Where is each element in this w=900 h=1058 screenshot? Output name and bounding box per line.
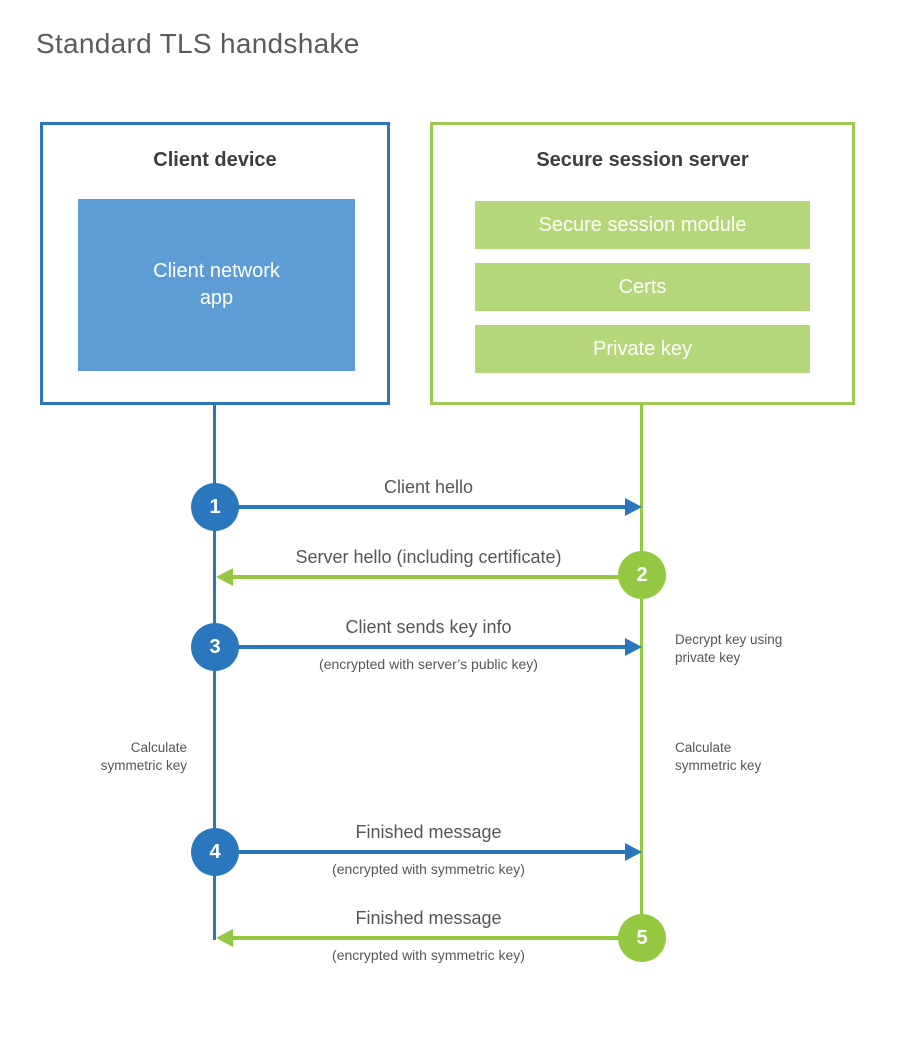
server-module-certs: Certs bbox=[475, 263, 810, 311]
arrowhead-left-icon bbox=[216, 929, 233, 947]
message-3-sublabel: (encrypted with server’s public key) bbox=[319, 656, 538, 672]
arrowhead-right-icon bbox=[625, 498, 642, 516]
arrowhead-left-icon bbox=[216, 568, 233, 586]
message-2-label: Server hello (including certificate) bbox=[295, 547, 562, 567]
server-heading: Secure session server bbox=[536, 149, 749, 171]
client-lifeline bbox=[213, 404, 216, 940]
message-5-arrow bbox=[233, 936, 642, 940]
message-3-arrow bbox=[215, 645, 625, 649]
server-lifeline bbox=[640, 404, 643, 938]
decrypt-key-note: Decrypt key using private key bbox=[675, 632, 783, 665]
message-1-label: Client hello bbox=[383, 477, 474, 497]
arrowhead-right-icon bbox=[625, 638, 642, 656]
step-1-badge: 1 bbox=[191, 483, 239, 531]
arrowhead-right-icon bbox=[625, 843, 642, 861]
message-4-sublabel: (encrypted with symmetric key) bbox=[332, 861, 525, 877]
step-2-badge: 2 bbox=[618, 551, 666, 599]
step-1-number: 1 bbox=[209, 495, 221, 518]
message-5-sublabel: (encrypted with symmetric key) bbox=[332, 947, 525, 963]
calculate-symmetric-key-note-server: Calculate symmetric key bbox=[675, 740, 762, 773]
message-2-arrow bbox=[233, 575, 642, 579]
message-4-label: Finished message bbox=[355, 822, 502, 842]
server-module-secure-session: Secure session module bbox=[475, 201, 810, 249]
step-3-badge: 3 bbox=[191, 623, 239, 671]
client-device-heading: Client device bbox=[153, 149, 277, 171]
calculate-symmetric-key-note-client: Calculate symmetric key bbox=[100, 740, 187, 773]
secure-session-server-box: Secure session server Secure session mod… bbox=[430, 122, 855, 405]
client-network-app-box: Client network app bbox=[78, 199, 355, 371]
step-5-badge: 5 bbox=[618, 914, 666, 962]
step-3-number: 3 bbox=[209, 635, 221, 658]
step-4-badge: 4 bbox=[191, 828, 239, 876]
step-5-number: 5 bbox=[636, 926, 648, 949]
message-3-label: Client sends key info bbox=[345, 617, 512, 637]
client-device-box: Client device Client network app bbox=[40, 122, 390, 405]
step-4-number: 4 bbox=[209, 840, 221, 863]
message-4-arrow bbox=[215, 850, 625, 854]
step-2-number: 2 bbox=[636, 563, 648, 586]
message-5-label: Finished message bbox=[355, 908, 502, 928]
client-network-app-label: Client network app bbox=[153, 260, 280, 309]
server-module-private-key: Private key bbox=[475, 325, 810, 373]
page-title: Standard TLS handshake bbox=[36, 28, 360, 59]
message-1-arrow bbox=[215, 505, 625, 509]
